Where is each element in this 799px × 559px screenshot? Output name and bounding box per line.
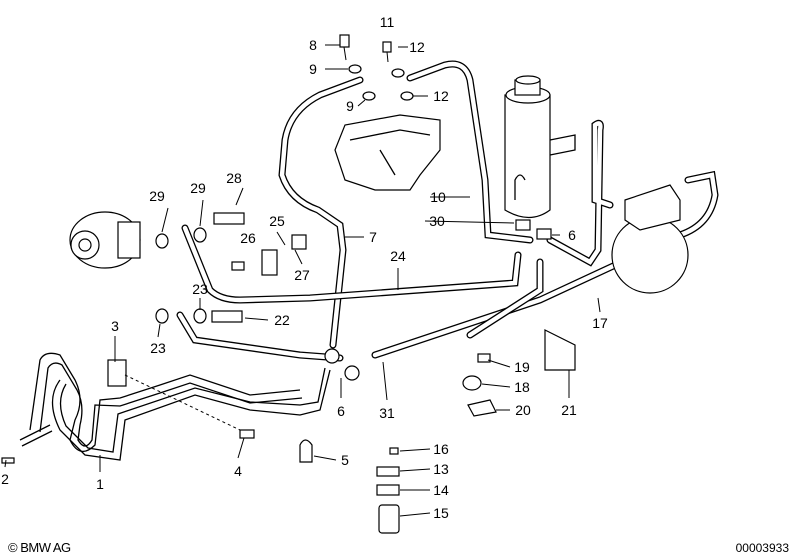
callout-label-31: 31	[379, 405, 395, 421]
callout-label-9: 9	[346, 98, 354, 114]
callout-label-27: 27	[294, 267, 310, 283]
callout-label-19: 19	[514, 359, 530, 375]
callout-label-9: 9	[309, 61, 317, 77]
callout-label-18: 18	[514, 379, 530, 395]
steering-gear	[334, 114, 441, 191]
callout-label-30: 30	[429, 213, 445, 229]
callout-label-28: 28	[226, 170, 242, 186]
callout-label-23: 23	[192, 281, 208, 297]
callout-label-24: 24	[390, 248, 406, 264]
callout-label-17: 17	[592, 315, 608, 331]
hose-lines	[176, 60, 719, 362]
callout-label-23: 23	[150, 340, 166, 356]
callout-label-15: 15	[433, 505, 449, 521]
callout-label-5: 5	[341, 452, 349, 468]
callout-label-25: 25	[269, 213, 285, 229]
callout-label-29: 29	[190, 180, 206, 196]
callout-label-21: 21	[561, 402, 577, 418]
small-parts	[1, 34, 576, 534]
cooling-loop	[19, 352, 331, 461]
callout-label-14: 14	[433, 482, 449, 498]
callout-label-6: 6	[337, 403, 345, 419]
callout-label-8: 8	[309, 37, 317, 53]
leader-lines	[4, 44, 601, 517]
callout-label-1: 1	[96, 476, 104, 492]
pressure-accumulator	[611, 184, 689, 294]
copyright-notice: © BMW AG	[8, 540, 71, 555]
power-steering-pump	[69, 211, 141, 269]
callout-label-3: 3	[111, 318, 119, 334]
image-code: 00003933	[735, 541, 789, 555]
callout-label-12: 12	[409, 39, 425, 55]
callout-label-20: 20	[515, 402, 531, 418]
callout-label-10: 10	[430, 189, 446, 205]
callout-label-29: 29	[149, 188, 165, 204]
callout-label-6: 6	[568, 227, 576, 243]
callout-label-12: 12	[433, 88, 449, 104]
callout-label-7: 7	[369, 229, 377, 245]
callout-label-2: 2	[1, 471, 9, 487]
callout-label-4: 4	[234, 463, 242, 479]
callout-label-11: 11	[379, 14, 395, 30]
callout-label-16: 16	[433, 441, 449, 457]
fluid-reservoir	[504, 75, 576, 219]
callout-label-13: 13	[433, 461, 449, 477]
callout-label-26: 26	[240, 230, 256, 246]
callout-label-22: 22	[274, 312, 290, 328]
